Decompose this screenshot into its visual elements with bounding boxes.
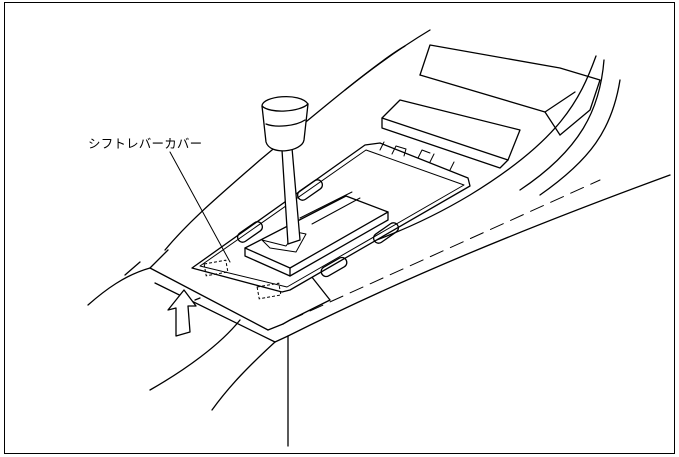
shift-lever-cover-label: シフトレバーカバー (88, 136, 203, 151)
shift-lever-cover (191, 141, 471, 300)
up-arrow-icon (167, 289, 197, 337)
callout-leader (169, 151, 231, 263)
shift-lever (261, 96, 309, 245)
console-body (87, 174, 671, 447)
console-lid (381, 99, 521, 169)
upper-compartment (419, 44, 601, 136)
dashboard-curves (164, 29, 621, 263)
